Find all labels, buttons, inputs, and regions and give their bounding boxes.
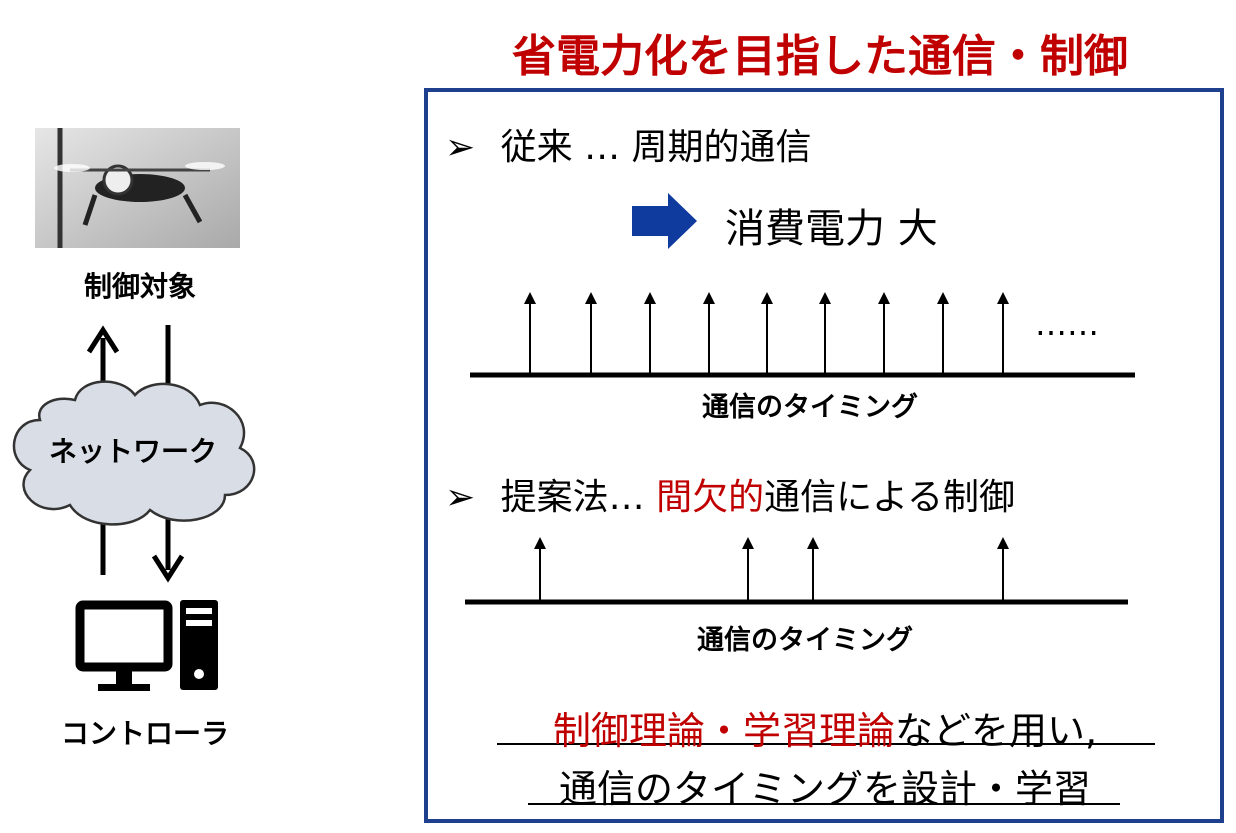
drone-photo	[35, 128, 240, 248]
proposed-timing-tick	[742, 537, 754, 602]
proposed-timing-tick	[997, 537, 1009, 602]
diagram-title: 省電力化を目指した通信・制御	[512, 31, 1128, 82]
conventional-timing-tick	[524, 292, 536, 375]
proposed-timing-ticks	[534, 537, 1009, 602]
conventional-timing-tick	[819, 292, 831, 375]
conventional-label: 従来 … 周期的通信	[500, 127, 812, 168]
conclusion-line1-rest: などを用い,	[894, 709, 1098, 753]
conventional-timing-label: 通信のタイミング	[702, 392, 918, 423]
plant-label: 制御対象	[83, 270, 196, 303]
conclusion-line-1: 制御理論・学習理論などを用い,	[440, 700, 1210, 755]
conclusion-line-2: 通信のタイミングを設計・学習	[558, 767, 1091, 811]
conventional-timing-tick	[703, 292, 715, 375]
conventional-timing-ticks	[524, 292, 1009, 375]
proposed-label-prefix: 提案法…	[500, 477, 657, 518]
computer-icon	[75, 600, 218, 691]
continuation-ellipsis: ……	[1035, 305, 1099, 343]
conventional-timing-tick	[878, 292, 890, 375]
bullet-icon: ➢	[445, 127, 476, 168]
conventional-timing-tick	[644, 292, 656, 375]
conventional-line: ➢ 従来 … 周期的通信	[445, 118, 812, 170]
proposed-line: ➢ 提案法… 間欠的通信による制御	[445, 468, 1015, 520]
conventional-timing-tick	[761, 292, 773, 375]
proposed-label-highlight: 間欠的	[656, 477, 765, 518]
bullet-icon: ➢	[445, 477, 476, 518]
proposed-timing-label: 通信のタイミング	[697, 625, 913, 656]
proposed-timing-tick	[534, 537, 546, 602]
conclusion-highlight: 制御理論・学習理論	[552, 709, 895, 753]
power-consumption-result: 消費電力 大	[725, 206, 938, 252]
conventional-timing-tick	[937, 292, 949, 375]
blue-right-arrow-icon	[632, 193, 697, 249]
proposed-label-suffix: 通信による制御	[764, 477, 1016, 518]
network-cloud	[12, 380, 256, 526]
explanation-frame	[424, 88, 1224, 823]
conventional-timing-tick	[585, 292, 597, 375]
conventional-timing-tick	[997, 292, 1009, 375]
network-label: ネットワーク	[48, 435, 217, 468]
controller-label: コントローラ	[60, 717, 229, 750]
proposed-timing-tick	[807, 537, 819, 602]
